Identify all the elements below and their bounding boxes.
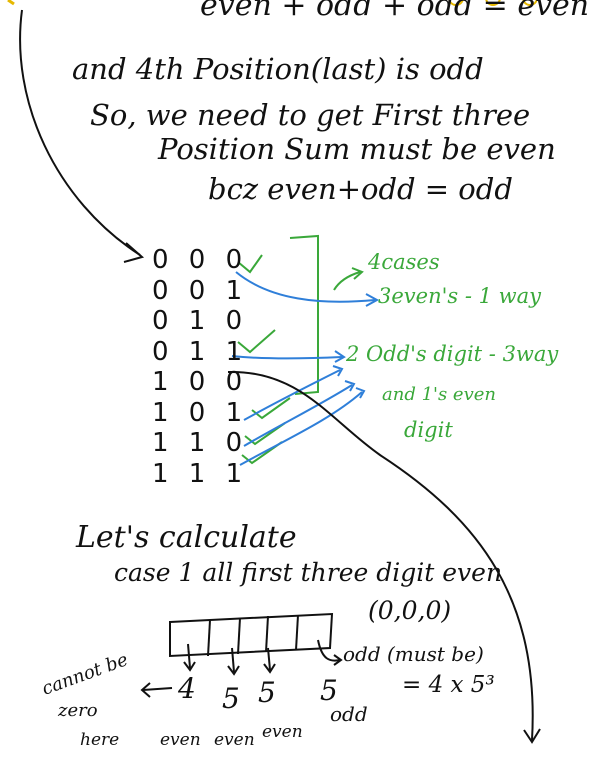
calc-here: here — [80, 730, 120, 750]
digit-3: 5 — [258, 676, 276, 709]
annotation-cases: 4cases — [368, 250, 440, 274]
binary-row: 1 1 1 — [152, 458, 249, 489]
arrow-right-curve — [227, 370, 534, 741]
binary-row: 0 0 0 — [152, 245, 249, 275]
binary-row: 1 0 0 — [152, 367, 249, 397]
binary-row: 1 1 0 — [152, 428, 249, 458]
binary-row: 0 1 0 — [152, 306, 249, 336]
label-odd: odd — [330, 702, 368, 726]
calc-odd-note: odd (must be) — [343, 642, 484, 666]
calc-result: = 4 x 5³ — [402, 672, 495, 698]
label-even-3: even — [262, 722, 303, 742]
arrow-left-curve — [19, 9, 141, 256]
note-line-1: and 4th Position(last) is odd — [72, 52, 484, 86]
annotation-three-even: 3even's - 1 way — [378, 284, 541, 308]
label-even-2: even — [214, 730, 255, 750]
binary-row: 0 1 1 — [152, 336, 249, 367]
binary-row: 0 0 1 — [152, 275, 249, 306]
annotation-two-odd: 2 Odd's digit - 3way — [346, 342, 559, 366]
calc-case1: case 1 all first three digit even — [114, 558, 503, 587]
digit-1: 4 — [178, 672, 196, 705]
annotation-one-even-1: and 1's even — [382, 384, 496, 405]
note-line-0: even + odd + odd = even — [200, 0, 590, 23]
note-line-4: bcz even+odd = odd — [208, 172, 513, 206]
calc-title: Let's calculate — [76, 520, 297, 555]
binary-row: 1 0 1 — [152, 397, 249, 428]
note-line-3: Position Sum must be even — [158, 132, 556, 166]
binary-table: 0 0 0 0 0 1 0 1 0 0 1 1 1 0 0 1 0 1 1 1 … — [152, 245, 248, 489]
digit-4: 5 — [320, 674, 338, 707]
calc-zero: zero — [58, 700, 98, 721]
digit-2: 5 — [222, 682, 240, 715]
calc-tuple: (0,0,0) — [368, 596, 452, 625]
note-line-2: So, we need to get First three — [90, 98, 531, 132]
annotation-one-even-2: digit — [404, 418, 453, 442]
label-even-1: even — [160, 730, 201, 750]
